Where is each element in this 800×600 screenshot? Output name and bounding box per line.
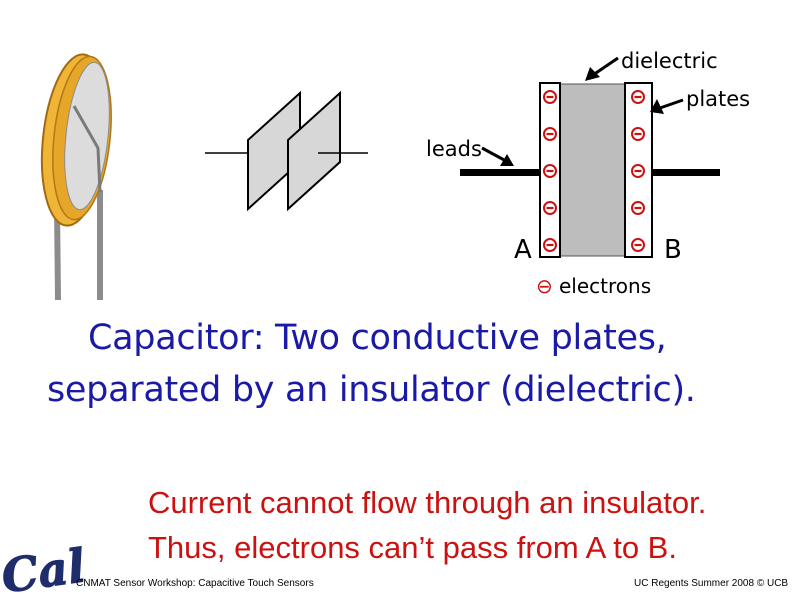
plate-a-electrons [543, 90, 557, 252]
dielectric-block [559, 83, 626, 257]
plates-arrow-shaft [659, 98, 684, 110]
electrons-label: electrons [559, 274, 651, 298]
footer-right-text: UC Regents Summer 2008 © UCB [634, 578, 789, 589]
ceramic-inner-wire [72, 105, 102, 193]
legend-electron-icon: ⊖ [536, 274, 553, 298]
caption-line-2: separated by an insulator (dielectric). [47, 370, 696, 410]
dielectric-arrow-shaft [592, 56, 619, 77]
leads-arrow-shaft [481, 146, 507, 163]
cal-logo: Cal [0, 538, 89, 600]
plates-label: plates [686, 87, 750, 111]
schematic-plate-right [287, 90, 341, 212]
note-line-1: Current cannot flow through an insulator… [148, 485, 707, 520]
dielectric-arrow-head [585, 67, 600, 81]
parallel-plate-schematic [205, 90, 368, 212]
lead-wire-a [460, 169, 540, 176]
ceramic-capacitor-illustration [40, 53, 112, 301]
capacitor-cross-section: dielectric plates leads A B ⊖ electrons [426, 49, 750, 298]
footer-left-text: CNMAT Sensor Workshop: Capacitive Touch … [76, 578, 314, 589]
terminal-a-label: A [514, 235, 532, 265]
leads-arrow-head [500, 154, 514, 166]
leads-label: leads [426, 137, 482, 161]
caption-line-1: Capacitor: Two conductive plates, [88, 318, 667, 358]
note-line-2: Thus, electrons can’t pass from A to B. [148, 530, 677, 565]
dielectric-label: dielectric [621, 49, 718, 73]
terminal-b-label: B [664, 235, 682, 265]
lead-wire-b [652, 169, 720, 176]
plate-b-electrons [631, 90, 645, 252]
cal-logo-text: Cal [0, 538, 89, 600]
plates-arrow-head [650, 99, 664, 114]
